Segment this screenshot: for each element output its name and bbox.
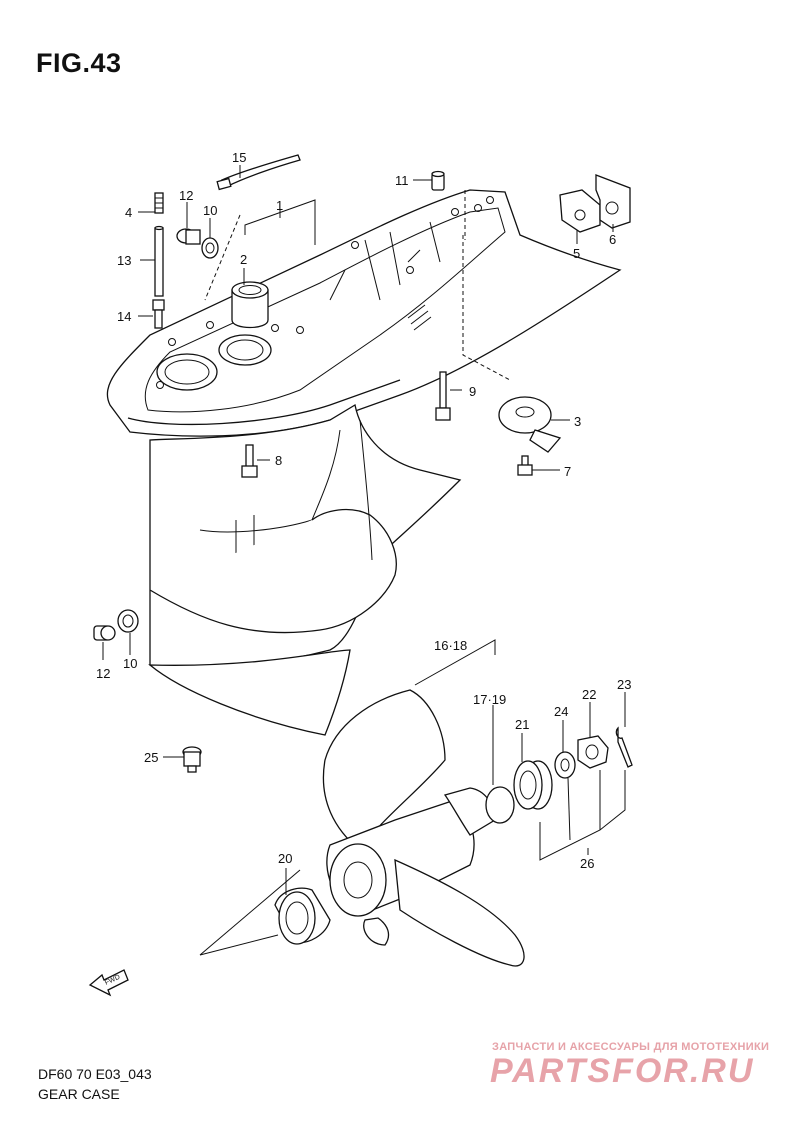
callout-7: 7 (564, 464, 571, 479)
oil-plug-lower-part (93, 625, 116, 641)
callout-14: 14 (117, 309, 131, 324)
bushing-part (231, 281, 269, 329)
figure-title: FIG.43 (36, 48, 122, 78)
diagram-code: DF60 70 E03_043 (38, 1066, 152, 1082)
cable-tie-part (216, 154, 301, 191)
callout-24: 24 (554, 704, 568, 719)
callout-5: 5 (573, 246, 580, 261)
callout-3: 3 (574, 414, 581, 429)
fwd-arrow-icon: FWD (88, 969, 129, 997)
driveshaft-bolt-part (154, 225, 164, 297)
oil-plug-upper-part (176, 228, 201, 245)
diagram-name: GEAR CASE (38, 1086, 120, 1102)
callout-1: 1 (276, 198, 283, 213)
gear-case-housing (106, 189, 622, 736)
callout-15: 15 (232, 150, 246, 165)
callout-17-19: 17·19 (473, 692, 506, 707)
prop-bushing-front-part (274, 887, 331, 945)
stud-part (154, 192, 164, 214)
gasket-lower-part (117, 609, 139, 633)
bolt-7-part (517, 455, 533, 476)
callout-21: 21 (515, 717, 529, 732)
callout-labels: 1 2 3 4 5 6 7 8 9 10 10 11 12 12 13 14 1… (96, 150, 631, 871)
callout-20: 20 (278, 851, 292, 866)
callout-6: 6 (609, 232, 616, 247)
callout-13: 13 (117, 253, 131, 268)
watermark-tagline: ЗАПЧАСТИ И АКСЕССУАРЫ ДЛЯ МОТОТЕХНИКИ (492, 1041, 770, 1053)
cotter-pin-part (615, 726, 633, 768)
plug-25-part (182, 746, 202, 773)
dowel-pin-part (431, 170, 445, 191)
callout-8: 8 (275, 453, 282, 468)
bracket-part (559, 174, 631, 233)
anode-bolt-part (435, 371, 451, 421)
callout-22: 22 (582, 687, 596, 702)
callout-26: 26 (580, 856, 594, 871)
callout-25: 25 (144, 750, 158, 765)
prop-nut-part (577, 735, 609, 769)
callout-9: 9 (469, 384, 476, 399)
callout-10-upper: 10 (203, 203, 217, 218)
callout-11: 11 (395, 173, 409, 188)
callout-10-lower: 10 (123, 656, 137, 671)
callout-2: 2 (240, 252, 247, 267)
leader-lines (102, 165, 626, 956)
callout-23: 23 (617, 677, 631, 692)
anode-part (498, 396, 562, 453)
callout-12-upper: 12 (179, 188, 193, 203)
callout-16-18: 16·18 (434, 638, 467, 653)
propeller-part (322, 689, 525, 967)
washer-part (554, 751, 576, 779)
callout-12-lower: 12 (96, 666, 110, 681)
gasket-upper-part (201, 237, 219, 259)
callout-4: 4 (125, 205, 132, 220)
bolt-8-part (241, 444, 258, 478)
prop-bushing-rear-part (513, 760, 553, 810)
watermark-brand: PARTSFOR.RU (490, 1052, 755, 1090)
lower-stud-part (152, 299, 165, 329)
